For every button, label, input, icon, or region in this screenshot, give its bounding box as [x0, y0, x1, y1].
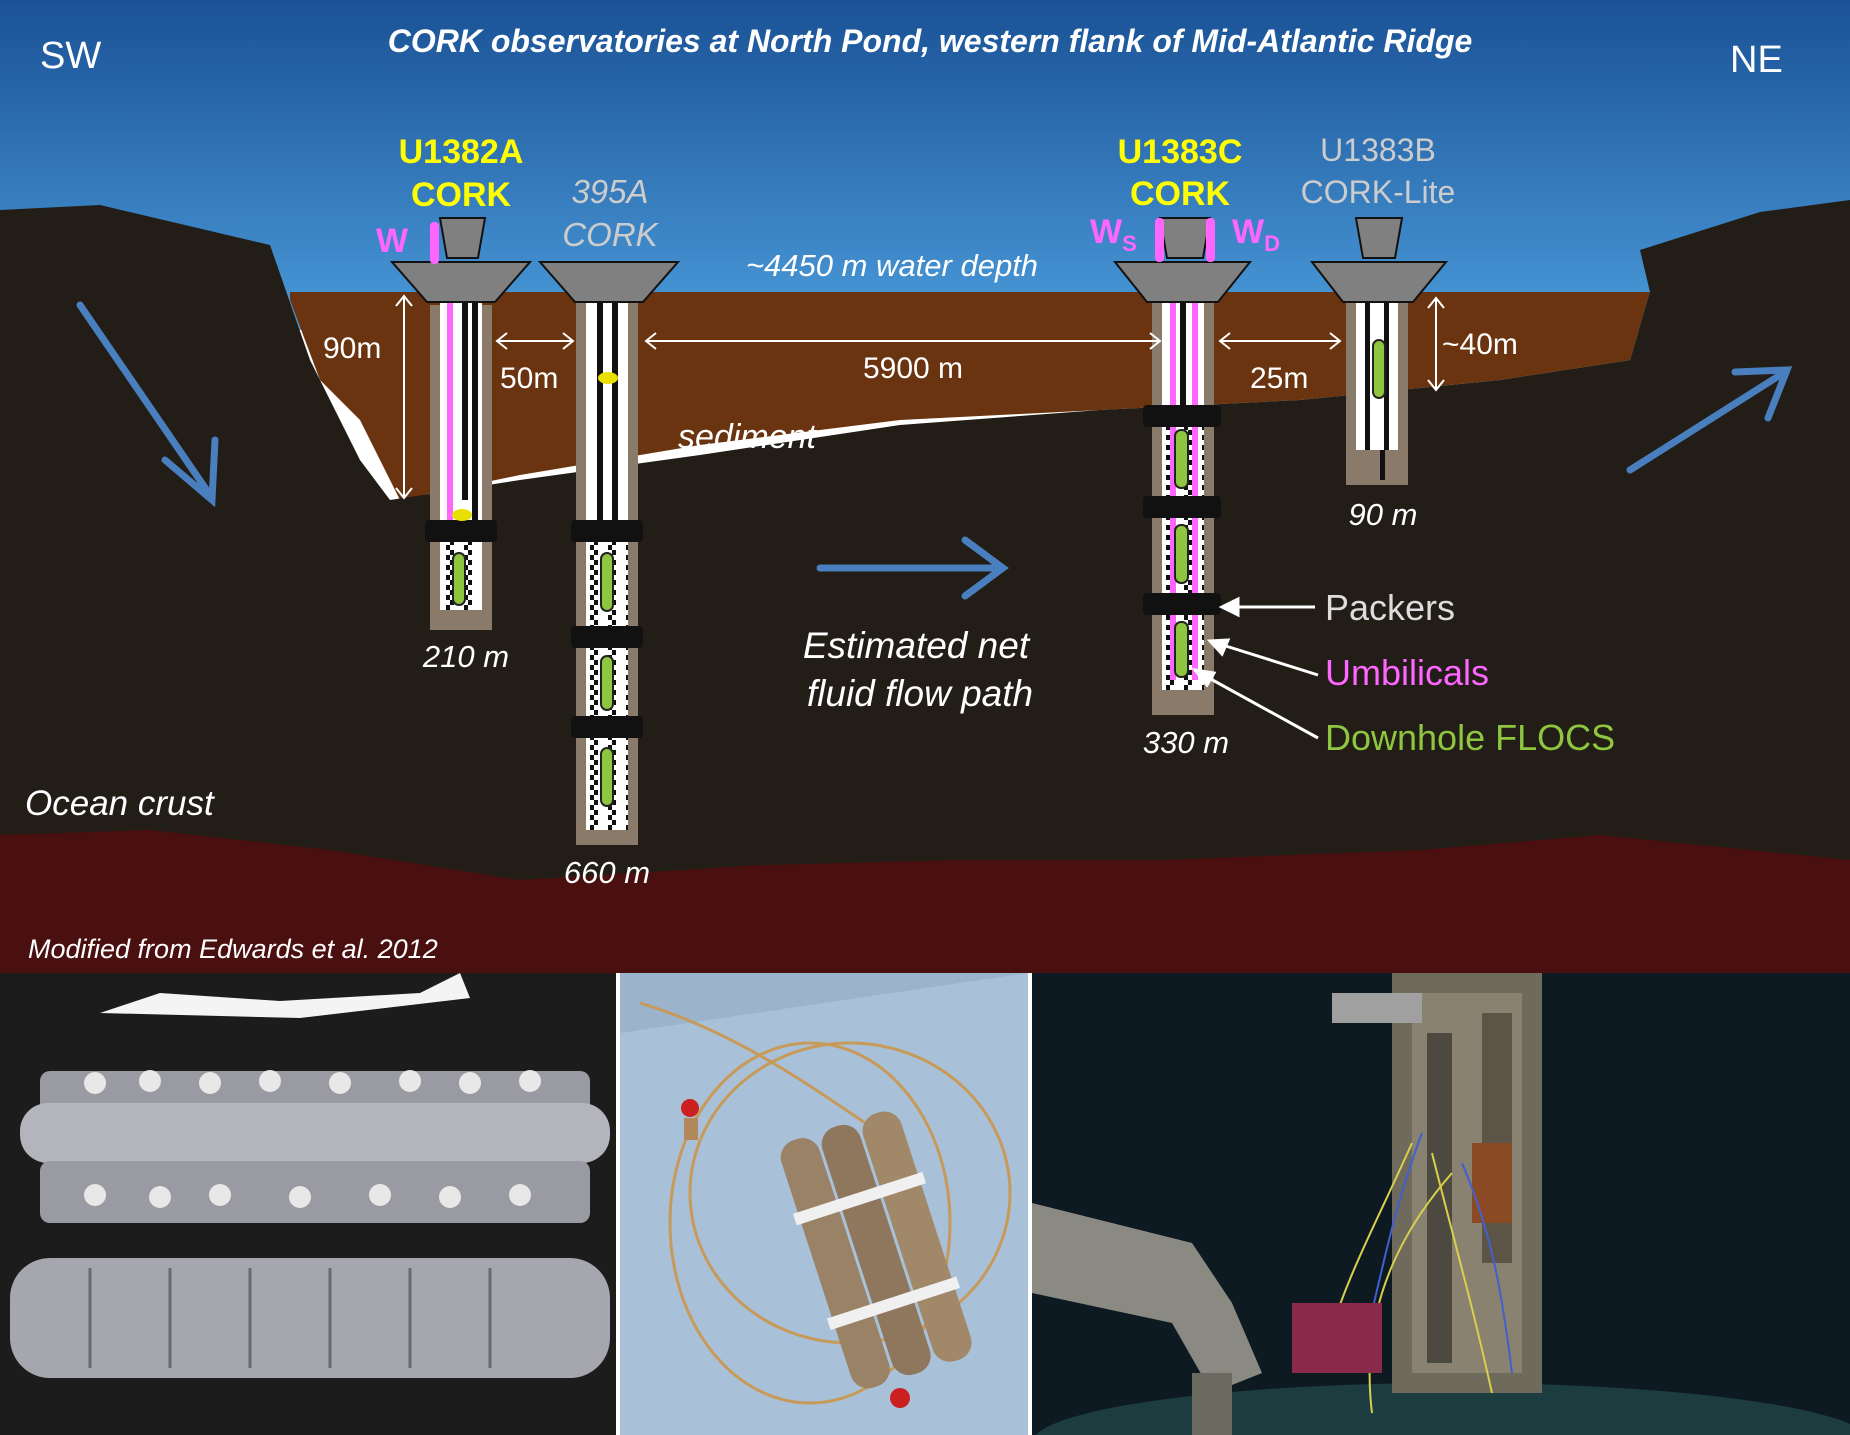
sediment-label: sediment	[678, 418, 818, 456]
flocs-photo	[0, 973, 616, 1435]
ocean-crust-label: Ocean crust	[25, 784, 215, 823]
dim-25m: 25m	[1250, 362, 1308, 395]
legend-packers: Packers	[1325, 587, 1455, 628]
u1383b-depth: 90 m	[1349, 497, 1418, 532]
deep-layer	[0, 830, 1850, 973]
flow-label-line1: Estimated net	[803, 625, 1031, 666]
u1383c-depth: 330 m	[1143, 725, 1229, 760]
u1383c-type: CORK	[1130, 175, 1231, 213]
compass-sw: SW	[40, 35, 101, 77]
seawater	[0, 0, 1850, 330]
u1382a-w-label: W	[376, 222, 409, 260]
diagram-title: CORK observatories at North Pond, wester…	[388, 23, 1473, 59]
legend-umbilicals: Umbilicals	[1325, 652, 1489, 693]
sampler-photo	[620, 973, 1028, 1435]
flow-label-line2: fluid flow path	[807, 673, 1033, 714]
credit-label: Modified from Edwards et al. 2012	[28, 934, 438, 964]
water-depth-label: ~4450 m water depth	[746, 248, 1038, 283]
dim-5900m: 5900 m	[863, 352, 963, 385]
hole-395a	[537, 261, 681, 845]
legend-pointers	[1191, 596, 1319, 740]
dim-90m: 90m	[323, 332, 381, 365]
395a-name: 395A	[571, 173, 648, 210]
seafloor-photo	[1032, 973, 1850, 1435]
dim-50m: 50m	[500, 362, 558, 395]
395a-type: CORK	[562, 216, 659, 253]
hole-u1382a	[389, 217, 533, 630]
dim-40m: ~40m	[1442, 328, 1518, 361]
395a-depth: 660 m	[564, 855, 650, 890]
u1383b-type: CORK-Lite	[1301, 174, 1456, 210]
u1383c-name: U1383C	[1118, 133, 1243, 171]
u1382a-name: U1382A	[399, 133, 524, 171]
u1383c-wd-label: WD	[1232, 213, 1280, 256]
hole-u1383c	[1112, 217, 1253, 715]
compass-ne: NE	[1730, 39, 1783, 81]
legend-flocs: Downhole FLOCS	[1325, 717, 1615, 758]
flow-arrows	[76, 301, 1793, 600]
u1383b-name: U1383B	[1320, 132, 1436, 168]
dimension-lines	[395, 294, 1445, 500]
u1382a-depth: 210 m	[422, 639, 509, 674]
cork-diagram: CORK observatories at North Pond, wester…	[0, 0, 1850, 973]
hole-u1383b	[1309, 217, 1449, 485]
u1382a-type: CORK	[411, 176, 512, 214]
u1383c-ws-label: WS	[1090, 213, 1137, 256]
